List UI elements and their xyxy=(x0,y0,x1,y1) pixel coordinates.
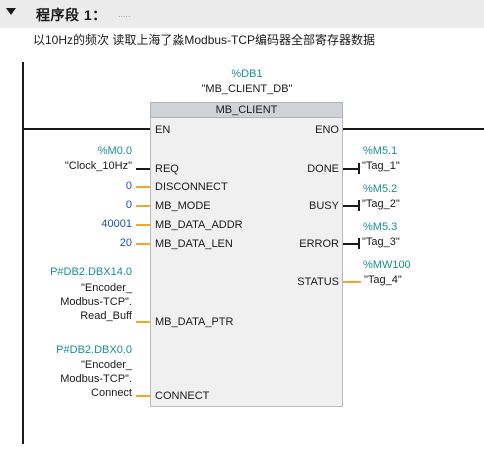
pin-status: STATUS xyxy=(297,276,339,288)
pin-mb-data-ptr: MB_DATA_PTR xyxy=(155,316,234,328)
req-address[interactable]: %M0.0 xyxy=(97,145,132,157)
req-tag[interactable]: "Clock_10Hz" xyxy=(64,160,132,172)
pin-connect: CONNECT xyxy=(155,390,210,402)
mb-client-block[interactable] xyxy=(150,102,343,407)
pin-req: REQ xyxy=(155,163,179,175)
status-wire[interactable] xyxy=(343,281,361,283)
collapse-triangle-icon[interactable] xyxy=(6,8,16,15)
status-address[interactable]: %MW100 xyxy=(363,259,411,271)
network-title-placeholder[interactable]: ..... xyxy=(118,9,131,19)
data-ptr-tag-line3[interactable]: Read_Buff xyxy=(80,310,132,322)
instance-db-address[interactable]: %DB1 xyxy=(231,68,263,80)
error-coil-bar xyxy=(358,238,360,249)
disconnect-wire[interactable] xyxy=(136,186,150,188)
network-comment[interactable]: 以10Hz的频次 读取上海了淼Modbus-TCP编码器全部寄存器数据 xyxy=(33,33,376,47)
en-wire[interactable] xyxy=(22,128,150,130)
pin-disconnect: DISCONNECT xyxy=(155,181,228,193)
mb-data-ptr-wire[interactable] xyxy=(136,321,150,323)
error-wire[interactable] xyxy=(343,243,359,245)
pin-mb-data-addr: MB_DATA_ADDR xyxy=(155,219,243,231)
eno-wire[interactable] xyxy=(343,128,484,130)
connect-address[interactable]: P#DB2.DBX0.0 xyxy=(56,344,132,356)
data-ptr-tag-line2[interactable]: Modbus-TCP". xyxy=(60,296,132,308)
pin-mb-data-len: MB_DATA_LEN xyxy=(155,238,233,250)
busy-coil-bar xyxy=(358,200,360,211)
network-title[interactable]: 程序段 1： xyxy=(36,7,107,23)
data-ptr-address[interactable]: P#DB2.DBX14.0 xyxy=(50,266,132,278)
error-address[interactable]: %M5.3 xyxy=(363,221,398,233)
pin-mb-mode: MB_MODE xyxy=(155,200,211,212)
mb-data-len-wire[interactable] xyxy=(136,243,150,245)
connect-wire[interactable] xyxy=(136,395,150,397)
status-tag[interactable]: "Tag_4" xyxy=(364,274,402,286)
req-wire[interactable] xyxy=(136,168,150,170)
connect-tag-line3[interactable]: Connect xyxy=(91,387,132,399)
disconnect-value[interactable]: 0 xyxy=(125,180,132,192)
error-tag[interactable]: "Tag_3" xyxy=(362,236,400,248)
block-name: MB_CLIENT xyxy=(215,104,278,116)
busy-address[interactable]: %M5.2 xyxy=(363,183,398,195)
done-wire[interactable] xyxy=(343,168,359,170)
pin-eno: ENO xyxy=(315,124,339,136)
busy-wire[interactable] xyxy=(343,205,359,207)
left-power-rail xyxy=(22,62,24,444)
pin-en: EN xyxy=(155,124,171,136)
done-address[interactable]: %M5.1 xyxy=(363,145,398,157)
mb-mode-value[interactable]: 0 xyxy=(125,199,132,211)
done-tag[interactable]: "Tag_1" xyxy=(362,160,400,172)
mb-data-len-value[interactable]: 20 xyxy=(119,237,132,249)
connect-tag-line1[interactable]: "Encoder_ xyxy=(81,359,132,371)
done-coil-bar xyxy=(358,163,360,174)
mb-mode-wire[interactable] xyxy=(136,205,150,207)
network-header xyxy=(0,0,484,28)
connect-tag-line2[interactable]: Modbus-TCP". xyxy=(60,373,132,385)
block-header xyxy=(150,102,343,118)
mb-data-addr-value[interactable]: 40001 xyxy=(101,218,132,230)
mb-data-addr-wire[interactable] xyxy=(136,224,150,226)
instance-db-name[interactable]: "MB_CLIENT_DB" xyxy=(201,83,293,95)
pin-error: ERROR xyxy=(299,238,339,250)
data-ptr-tag-line1[interactable]: "Encoder_ xyxy=(81,282,132,294)
pin-done: DONE xyxy=(307,163,339,175)
pin-busy: BUSY xyxy=(309,200,339,212)
busy-tag[interactable]: "Tag_2" xyxy=(362,198,400,210)
